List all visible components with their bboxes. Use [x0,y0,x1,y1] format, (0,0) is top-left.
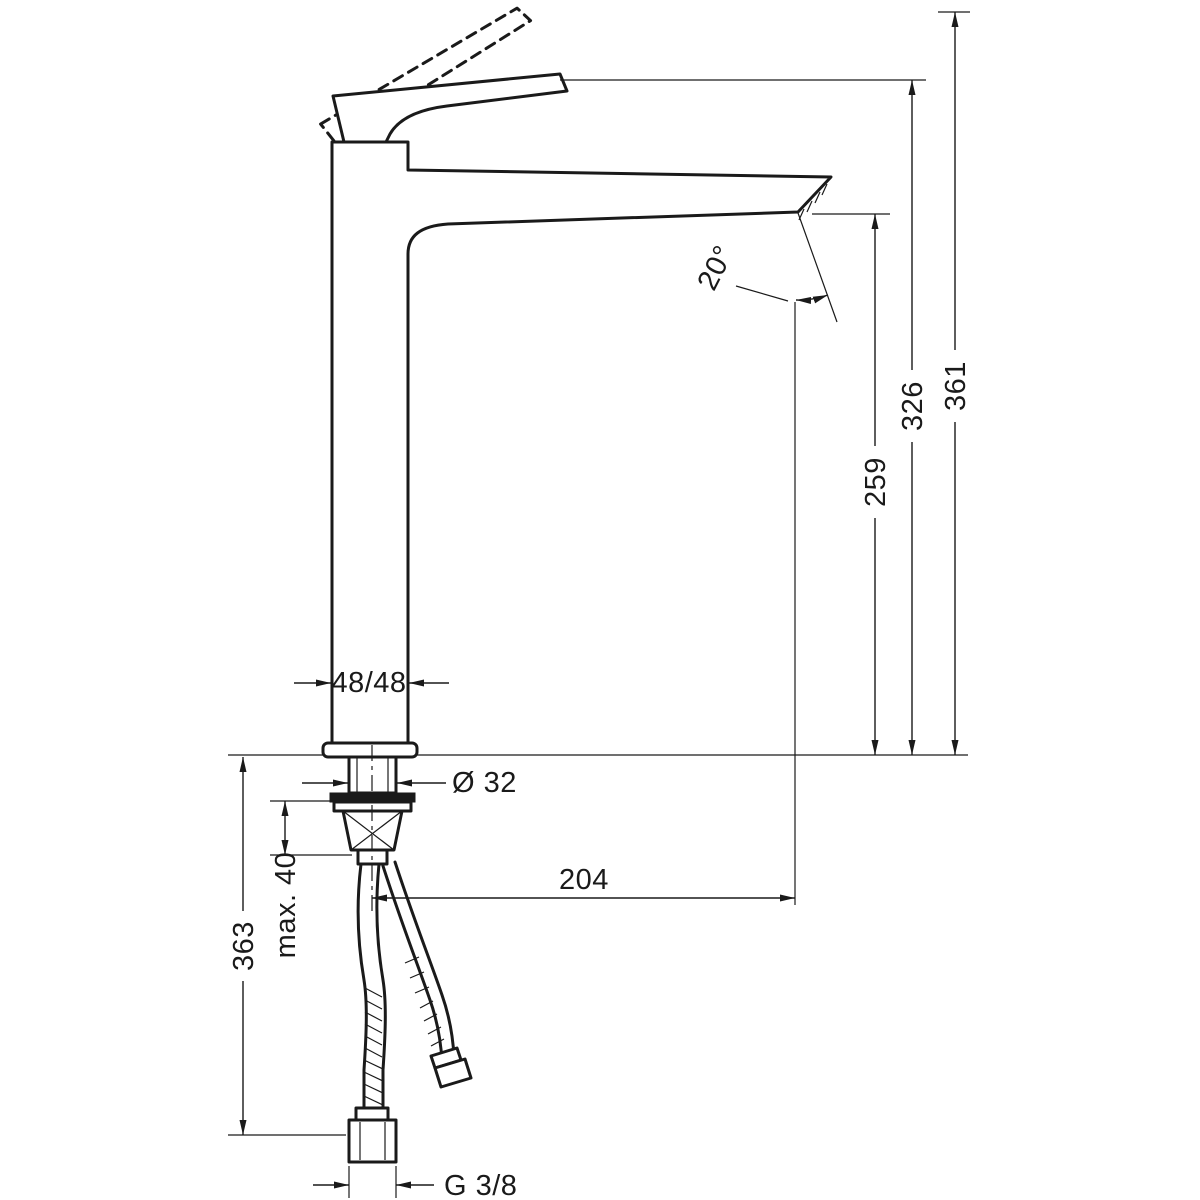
dimension-spout-angle: 20° [691,212,838,323]
hose-diagonal [381,860,473,1089]
handle-lever [331,72,569,144]
dim-label-spout-height: 259 [860,457,892,507]
supply-hoses [347,860,473,1164]
base-flange [321,741,419,759]
dim-label-max-mounting-thickness: max. 40 [270,852,302,959]
dim-label-spout-reach: 204 [559,864,609,896]
dim-label-base-width: 48/48 [331,667,406,699]
hose-braid-hatch-2 [404,956,445,1047]
dimension-body-height: 326 [560,79,929,755]
hose-end-nut [347,1118,398,1164]
dim-label-spout-angle: 20° [691,240,740,295]
dimension-shank-diameter: Ø 32 [302,767,517,799]
dimension-overall-height: 361 [938,11,972,755]
dim-label-overall-height: 361 [940,361,972,411]
faucet-body [330,140,833,745]
dimension-connection-thread: G 3/8 [313,1166,517,1200]
dimension-spout-height: 259 [812,213,892,755]
dimension-base-width: 48/48 [294,667,449,699]
hose2-end-nut [433,1057,473,1089]
dim-label-shank-diameter: Ø 32 [452,767,517,799]
dim-label-connection-thread: G 3/8 [444,1170,517,1200]
dimension-spout-reach: 204 [372,302,796,905]
dimension-hose-length: 363 [228,757,346,1136]
dim-label-body-height: 326 [897,381,929,431]
hose-collar [354,1106,390,1122]
hose-braid-hatch [363,987,384,1106]
dim-label-hose-length: 363 [228,921,260,971]
dimension-max-mounting-thickness: max. 40 [270,800,352,959]
